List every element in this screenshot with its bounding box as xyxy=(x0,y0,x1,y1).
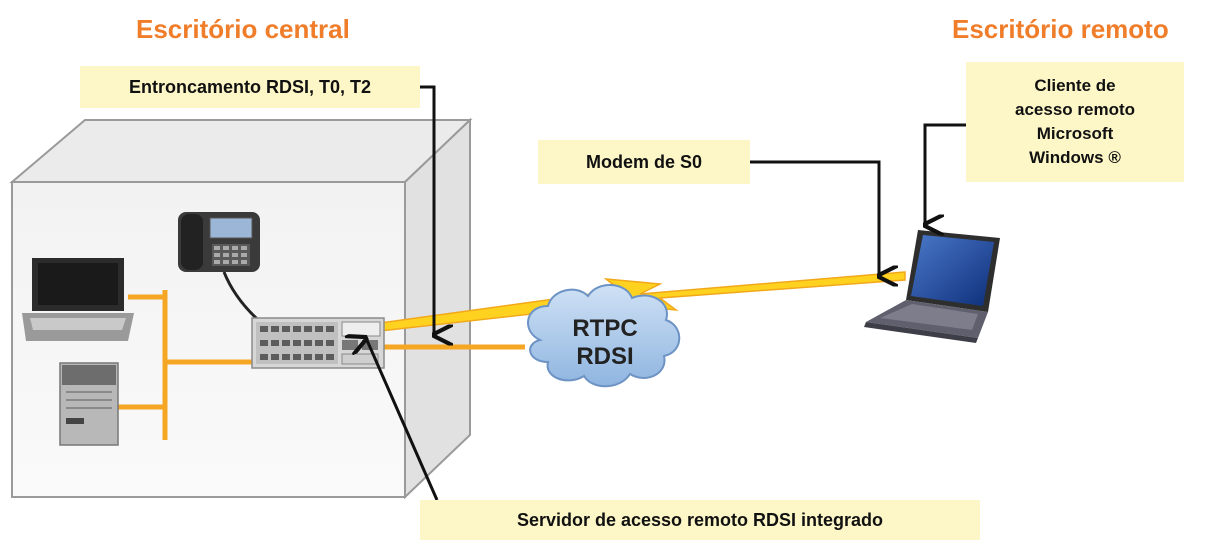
server-arrow xyxy=(366,338,439,501)
tower-server-icon xyxy=(59,362,119,446)
cloud-label-line-1: RTPC xyxy=(572,315,638,342)
trunking-label: Entroncamento RDSI, T0, T2 xyxy=(80,66,420,108)
cloud-label-line-2: RDSI xyxy=(576,343,634,370)
modem-arrow xyxy=(750,160,879,276)
trunking-arrow xyxy=(420,85,434,335)
client-label-line-4: Windows ® xyxy=(1029,148,1121,167)
callout-arrows xyxy=(366,85,966,501)
client-label: Cliente de acesso remoto Microsoft Windo… xyxy=(966,62,1184,182)
client-label-line-1: Cliente de xyxy=(1034,76,1116,95)
client-label-line-2: acesso remoto xyxy=(1015,100,1135,119)
desk-phone-icon xyxy=(178,212,260,272)
laptop-icon xyxy=(22,258,134,341)
remote-laptop-icon xyxy=(864,230,1000,343)
server-label: Servidor de acesso remoto RDSI integrado xyxy=(420,500,980,540)
client-arrow xyxy=(925,123,966,225)
modem-label: Modem de S0 xyxy=(538,140,750,184)
remote-office-title: Escritório remoto xyxy=(952,14,1169,44)
lan-connections xyxy=(118,290,525,440)
isdn-server-icon xyxy=(251,317,385,369)
cloud-icon xyxy=(527,283,681,388)
client-label-line-3: Microsoft xyxy=(1036,124,1114,143)
cloud-label: RTPC RDSI xyxy=(560,315,650,371)
central-office-title: Escritório central xyxy=(136,14,350,44)
